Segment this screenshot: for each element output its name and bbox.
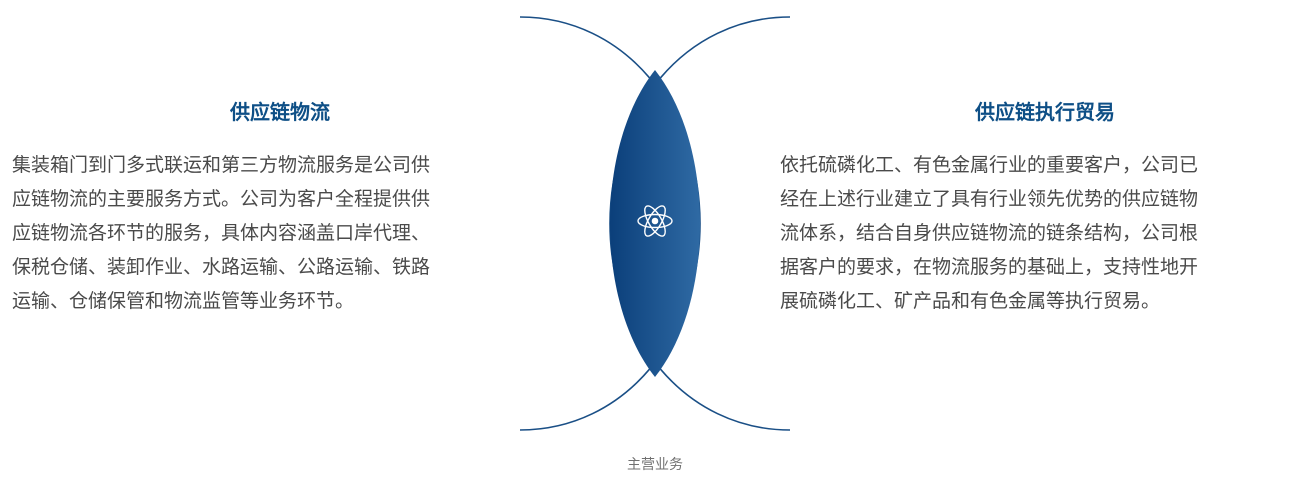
right-panel-line: 依托硫磷化工、有色金属行业的重要客户，公司已 — [780, 154, 1199, 176]
right-panel-line: 展硫磷化工、矿产品和有色金属等执行贸易。 — [780, 290, 1161, 312]
left-panel-description: 集装箱门到门多式联运和第三方物流服务是公司供 应链物流的主要服务方式。公司为客户… — [12, 148, 552, 318]
diagram-caption: 主营业务 — [627, 457, 683, 473]
right-panel-line: 经在上述行业建立了具有行业领先优势的供应链物 — [780, 188, 1199, 210]
left-panel-line: 运输、仓储保管和物流监管等业务环节。 — [12, 290, 355, 312]
left-panel-line: 保税仓储、装卸作业、水路运输、公路运输、铁路 — [12, 256, 431, 278]
atom-icon — [637, 205, 673, 237]
right-panel-description: 依托硫磷化工、有色金属行业的重要客户，公司已 经在上述行业建立了具有行业领先优势… — [780, 148, 1308, 318]
left-panel-line: 集装箱门到门多式联运和第三方物流服务是公司供 — [12, 154, 431, 176]
left-panel-line: 应链物流各环节的服务，具体内容涵盖口岸代理、 — [12, 222, 431, 244]
left-panel-title: 供应链物流 — [230, 100, 330, 124]
left-panel-line: 应链物流的主要服务方式。公司为客户全程提供供 — [12, 188, 431, 210]
right-panel-line: 流体系，结合自身供应链物流的链条结构，公司根 — [780, 222, 1199, 244]
right-panel-title: 供应链执行贸易 — [975, 100, 1115, 124]
right-panel-line: 据客户的要求，在物流服务的基础上，支持性地开 — [780, 256, 1199, 278]
